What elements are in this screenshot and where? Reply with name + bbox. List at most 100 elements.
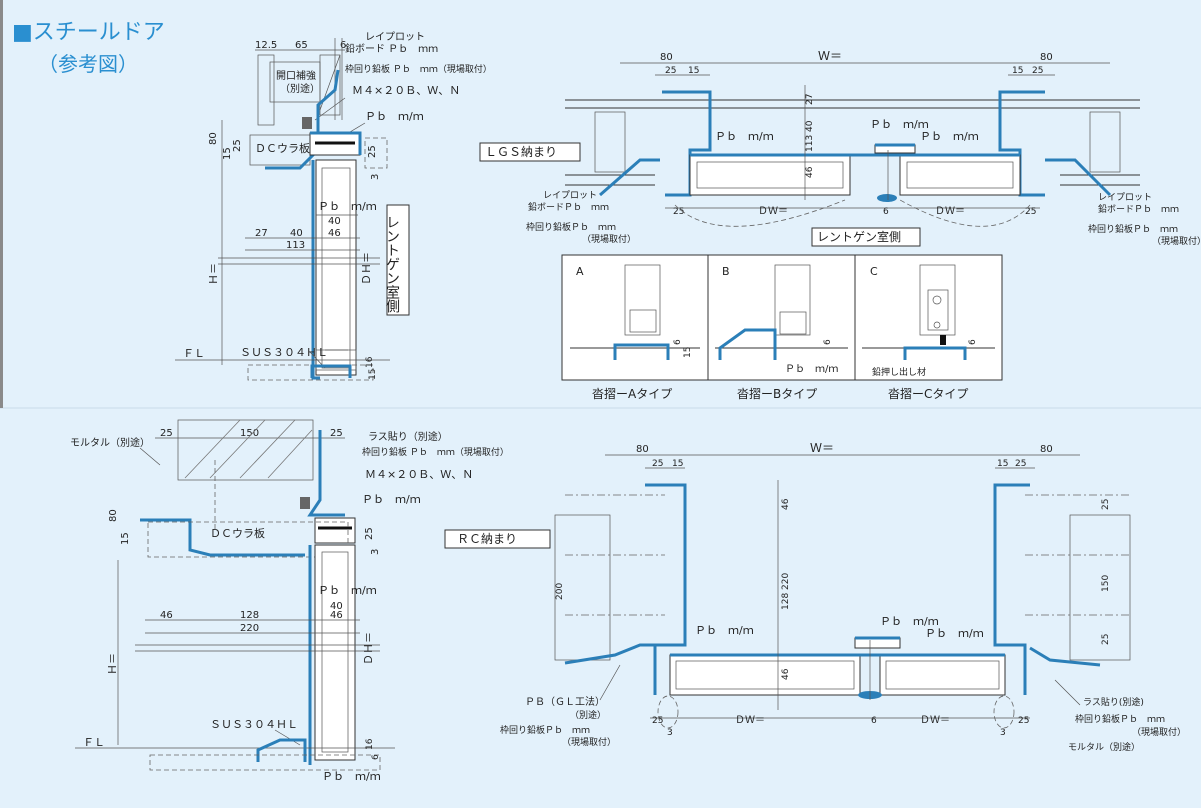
- opening-separate-label: （別途）: [280, 82, 320, 95]
- detail-a: A: [576, 265, 584, 278]
- dim-15-bl: 15: [120, 532, 131, 545]
- dim-3-br2: 3: [1000, 728, 1006, 738]
- pb-label-1: Ｐｂ ｍ/ｍ: [365, 110, 424, 123]
- dc-label-bl: ＤＣウラ板: [210, 526, 265, 540]
- dim-15-2: 15: [368, 369, 378, 380]
- dim-80-bl: 80: [108, 509, 119, 522]
- dim-25-br5: 25: [652, 716, 663, 726]
- dim-128-bl: 128: [240, 610, 259, 621]
- site-r2: （現場取付）: [1152, 235, 1201, 247]
- caption-c: 沓摺ーCタイプ: [888, 386, 968, 401]
- dim-128-br: 128: [781, 593, 791, 610]
- left-edge-bar: [0, 0, 3, 408]
- pb-label-r1: Ｐｂ ｍ/ｍ: [870, 118, 929, 131]
- dim-40-bl: 40: [330, 601, 343, 612]
- dim-27-1: 27: [255, 228, 268, 239]
- detail-b: B: [722, 265, 730, 278]
- pb-label-r3: Ｐｂ ｍ/ｍ: [715, 130, 774, 143]
- dim-15-br2: 15: [997, 459, 1008, 469]
- pb-label-bl3: Ｐｂ ｍ/ｍ: [322, 770, 381, 783]
- dh-label-bl: ＤＨ＝: [362, 632, 375, 665]
- dim-80-r2: 80: [1040, 52, 1053, 63]
- dim-80-br1: 80: [636, 444, 649, 455]
- lgs-label: ＬＧＳ納まり: [485, 145, 557, 159]
- fl-label-1: ＦＬ: [183, 347, 205, 360]
- dim-16-bl: 16: [365, 738, 375, 750]
- dim-46-1: 46: [328, 228, 341, 239]
- lath-label-bl: ラス貼り（別途）: [368, 430, 448, 443]
- dim-25-bl2: 25: [330, 428, 343, 439]
- dim-46-br2: 46: [781, 668, 791, 680]
- lead-lbl-r1: レイプロット: [543, 190, 597, 201]
- detail-b-pb: Ｐｂ ｍ/ｍ: [785, 363, 838, 375]
- detail-c-6: 6: [968, 339, 978, 345]
- dim-25-br2: 25: [1015, 459, 1026, 469]
- pb-label-2: Ｐｂ ｍ/ｍ: [318, 200, 377, 213]
- dim-40-r: 40: [805, 120, 815, 132]
- w-label-br: Ｗ＝: [810, 441, 834, 455]
- page-subtitle: （参考図）: [38, 52, 138, 76]
- dim-25-r1: 25: [665, 66, 676, 76]
- dim-25-br6: 25: [1018, 716, 1029, 726]
- detail-a-15: 15: [683, 347, 693, 358]
- pb-label-br1: Ｐｂ ｍ/ｍ: [695, 624, 754, 637]
- dim-80-r1: 80: [660, 52, 673, 63]
- dim-16-1: 16: [365, 356, 375, 368]
- dim-25-r2: 25: [1032, 66, 1043, 76]
- rc-label: ＲＣ納まり: [457, 532, 517, 546]
- dim-150-bl: 150: [240, 428, 259, 439]
- h-label-bl: Ｈ＝: [106, 653, 119, 675]
- dc-label-1: ＤＣウラ板: [255, 141, 310, 155]
- dim-25-1: 25: [232, 139, 243, 152]
- site-r1: （現場取付）: [582, 233, 636, 245]
- dim-15-r2: 15: [1012, 66, 1023, 76]
- dw-label-r1: ＤＷ＝: [758, 206, 788, 217]
- frame-lead-r1: 枠回り鉛板Ｐｂ ｍｍ: [526, 221, 616, 233]
- dim-46-bl2: 46: [330, 610, 343, 621]
- dim-25-bl3: 25: [364, 527, 375, 540]
- dim-27-r: 27: [805, 94, 815, 105]
- dim-25-r3: 25: [673, 207, 684, 217]
- frame-lead-br1: 枠回り鉛板Ｐｂ ｍｍ: [500, 724, 590, 736]
- detail-a-6: 6: [673, 339, 683, 345]
- dim-3-br1: 3: [667, 728, 673, 738]
- opening-reinforce-label: 開口補強: [276, 69, 316, 82]
- caption-a: 沓摺ーAタイプ: [592, 386, 672, 401]
- sus-label-bl: ＳＵＳ３０４ＨＬ: [210, 718, 298, 731]
- threshold-detail-box: A B C 6 15 6 Ｐｂ ｍ/ｍ 6 鉛押し出し材 沓摺ーAタイプ 沓摺ー…: [561, 254, 1003, 401]
- room-side-vertical: レントゲン室側: [384, 215, 400, 313]
- frame-lead-br2: 枠回り鉛板Ｐｂ ｍｍ: [1075, 713, 1165, 725]
- dim-25-br4: 25: [1101, 634, 1111, 645]
- frame-lead-r2: 枠回り鉛板Ｐｂ ｍｍ: [1088, 223, 1178, 235]
- dim-40-1: 40: [328, 216, 341, 227]
- detail-c-seal: 鉛押し出し材: [872, 366, 926, 378]
- page-title: ■スチールドア: [12, 20, 165, 45]
- mortar-br: モルタル（別途）: [1068, 741, 1140, 753]
- dim-15-1: 15: [222, 147, 233, 160]
- lead-board-1: 鉛ボード Ｐｂ ｍｍ: [345, 42, 438, 55]
- dim-25-r4: 25: [1025, 207, 1036, 217]
- dw-label-r2: ＤＷ＝: [935, 206, 965, 217]
- top-right-section: Ｗ＝ 80 80 25 15 15 25 27 40: [479, 49, 1201, 247]
- dw-label-br2: ＤＷ＝: [920, 715, 950, 726]
- detail-c: C: [870, 265, 878, 278]
- dim-3-bl: 3: [370, 549, 381, 555]
- bolt-label-1: Ｍ４×２０Ｂ、Ｗ、Ｎ: [352, 84, 460, 97]
- pb-label-bl1: Ｐｂ ｍ/ｍ: [362, 493, 421, 506]
- bottom-right-section: Ｗ＝ 80 80 25 15 15 25 46 220: [444, 441, 1186, 753]
- bottom-left-section: 25 150 25 モルタル（別途） ラス貼り（別途） 枠回り鉛板 Ｐｂ ｍｍ（…: [70, 419, 509, 783]
- dim-40-2: 40: [290, 228, 303, 239]
- dim-220-br: 220: [781, 573, 791, 590]
- dim-6-br: 6: [871, 716, 877, 726]
- pb-label-r2: Ｐｂ ｍ/ｍ: [920, 130, 979, 143]
- dim-6-bl: 6: [371, 754, 381, 760]
- dim-25-bl1: 25: [160, 428, 173, 439]
- dim-25-br1: 25: [652, 459, 663, 469]
- room-side-horizontal: レントゲン室側: [817, 229, 901, 244]
- bolt-label-bl: Ｍ４×２０Ｂ、Ｗ、Ｎ: [365, 468, 473, 481]
- site-br1: （現場取付）: [562, 736, 616, 748]
- dim-113-r: 113: [805, 135, 815, 152]
- pb-label-bl2: Ｐｂ ｍ/ｍ: [318, 584, 377, 597]
- dim-46-bl1: 46: [160, 610, 173, 621]
